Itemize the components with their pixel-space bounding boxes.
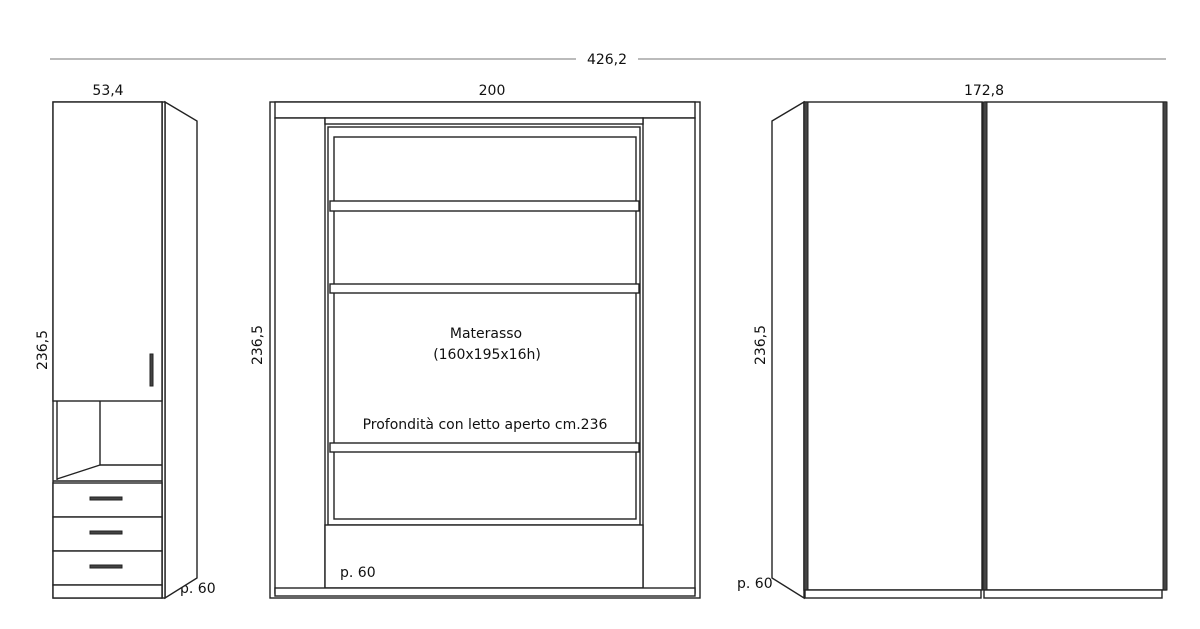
- wardrobe-plinth-right: [983, 589, 1163, 599]
- overall-width-label: 426,2: [587, 52, 627, 68]
- wardrobe-side-panel: [771, 100, 805, 600]
- overall-dimension: 426,2: [50, 52, 1166, 68]
- bed-right-pillar: [642, 117, 696, 594]
- left-cabinet: 53,4 236,5 p. 60: [35, 83, 216, 600]
- wardrobe-width-label: 172,8: [964, 83, 1004, 99]
- wardrobe-depth-label: p. 60: [737, 576, 773, 592]
- bed-header: [324, 117, 644, 125]
- bed-slat-2: [329, 283, 640, 294]
- mattress-size: (160x195x16h): [433, 347, 541, 363]
- left-side-panel: [164, 100, 198, 600]
- left-height-label: 236,5: [35, 330, 51, 370]
- wardrobe-plinth-left: [804, 589, 982, 599]
- drawer-handle: [89, 530, 123, 535]
- bed-height-label: 236,5: [250, 325, 266, 365]
- mattress-label: Materasso: [450, 326, 522, 342]
- bed-depth-label: p. 60: [340, 565, 376, 581]
- sliding-wardrobe: 172,8 236,5 p. 60: [737, 83, 1168, 600]
- door-edge: [1162, 101, 1168, 591]
- bed-slat-1: [329, 200, 640, 212]
- left-depth-label: p. 60: [180, 581, 216, 597]
- drawer-handle: [89, 496, 123, 501]
- open-niche: [53, 401, 162, 482]
- bed-bottom-band: [274, 587, 696, 597]
- door-handle: [149, 353, 154, 387]
- door-edge: [803, 101, 809, 591]
- drawer-handle: [89, 564, 123, 569]
- left-width-label: 53,4: [92, 83, 123, 99]
- left-plinth: [52, 584, 163, 599]
- bed-unit: 200 236,5 Materasso (160x195x16h) Profon…: [250, 83, 701, 599]
- wardrobe-door-right: [984, 101, 1167, 591]
- wardrobe-height-label: 236,5: [753, 325, 769, 365]
- open-depth-note: Profondità con letto aperto cm.236: [363, 417, 608, 433]
- bed-left-pillar: [274, 117, 326, 594]
- bed-slat-3: [329, 442, 640, 453]
- bed-width-label: 200: [479, 83, 506, 99]
- door-edge: [982, 101, 988, 591]
- bed-top-band: [274, 101, 696, 119]
- wardrobe-door-left: [803, 101, 983, 591]
- left-door: [52, 101, 163, 402]
